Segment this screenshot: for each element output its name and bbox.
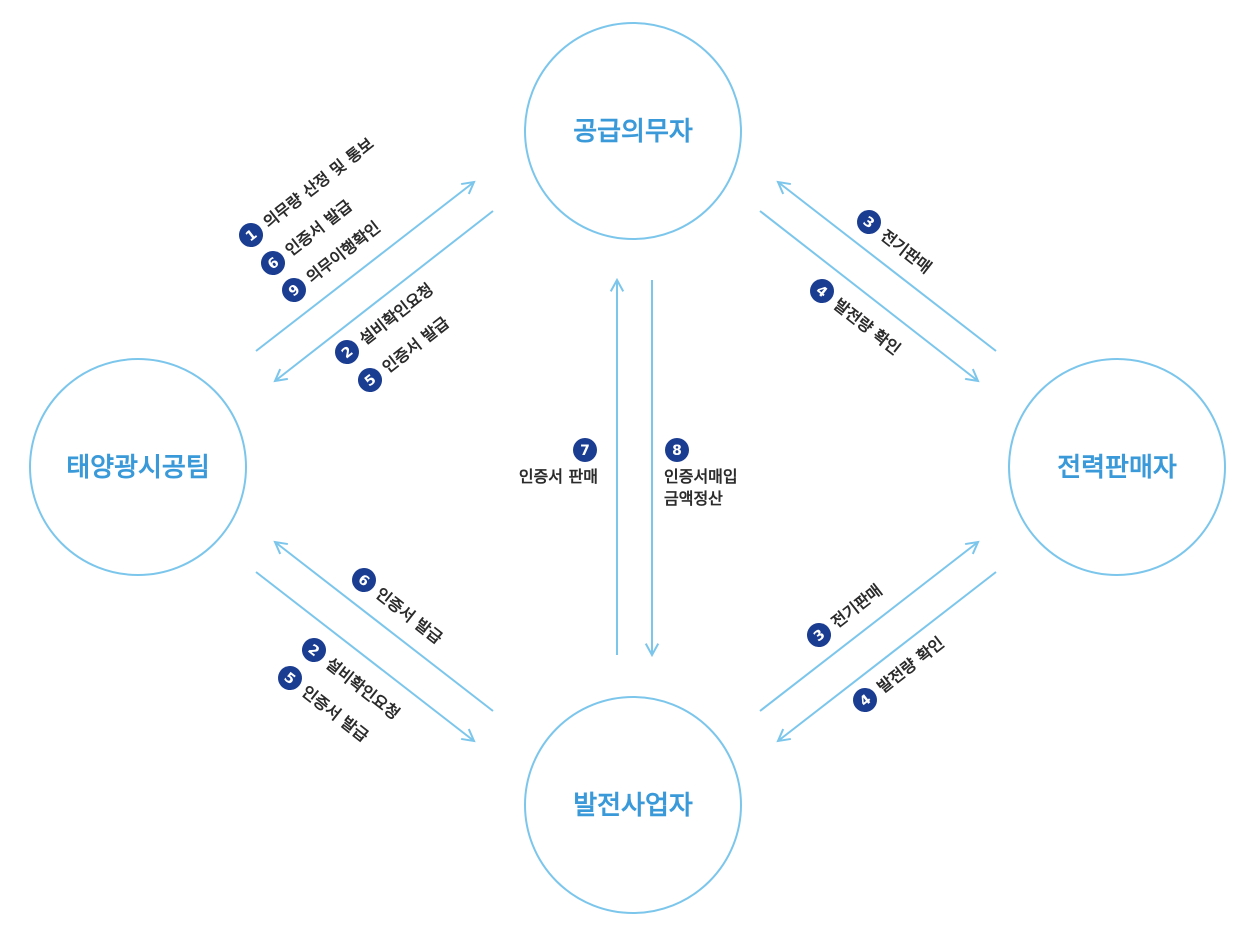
step-badge (278, 666, 302, 690)
step-badge (335, 340, 359, 364)
step-badge (282, 278, 306, 302)
step-number: 7 (580, 443, 590, 459)
step-text: 발전량 확인 (830, 295, 904, 359)
arrow-supplier-to-solar (273, 210, 494, 383)
node-power-producer: 발전사업자 (524, 696, 742, 914)
arrow-producer-to-seller (759, 540, 980, 712)
step-text: 인증서매입 (664, 467, 738, 486)
step-text: 금액정산 (664, 489, 723, 508)
step-number: 8 (672, 443, 682, 459)
step-badge (810, 279, 834, 303)
step-badge (807, 623, 831, 647)
arrow-seller-to-supplier (776, 180, 997, 352)
node-power-producer-label: 발전사업자 (573, 791, 693, 821)
arrow-seller-to-producer (776, 571, 997, 743)
node-power-seller: 전력판매자 (1008, 358, 1226, 576)
step-badge (665, 438, 689, 462)
label-vertical-7: 7 인증서 판매 (519, 438, 598, 486)
step-badge (239, 223, 263, 247)
node-solar-team-label: 태양광시공팀 (66, 453, 210, 483)
arrow-producer-to-supplier-vertical (609, 277, 625, 655)
step-text: 인증서 판매 (519, 467, 598, 486)
arrow-producer-to-solar (273, 540, 494, 712)
step-badge (573, 438, 597, 462)
step-badge (352, 568, 376, 592)
step-badge (857, 210, 881, 234)
node-supplier: 공급의무자 (524, 22, 742, 240)
step-text: 전기판매 (877, 226, 935, 277)
arrow-solar-to-producer (255, 571, 476, 743)
step-badge (261, 251, 285, 275)
arrow-solar-to-supplier (255, 180, 476, 352)
node-solar-team: 태양광시공팀 (29, 358, 247, 576)
node-power-seller-label: 전력판매자 (1057, 453, 1177, 483)
node-supplier-label: 공급의무자 (573, 117, 693, 147)
step-text: 인증서 발급 (372, 584, 446, 648)
step-badge (302, 638, 326, 662)
step-text: 전기판매 (828, 581, 886, 632)
step-badge (358, 368, 382, 392)
arrow-supplier-to-seller (759, 210, 980, 383)
arrow-supplier-to-producer-vertical (644, 280, 660, 658)
step-text: 발전량 확인 (874, 633, 948, 697)
connector-arrows (255, 180, 997, 743)
step-badge (853, 688, 877, 712)
